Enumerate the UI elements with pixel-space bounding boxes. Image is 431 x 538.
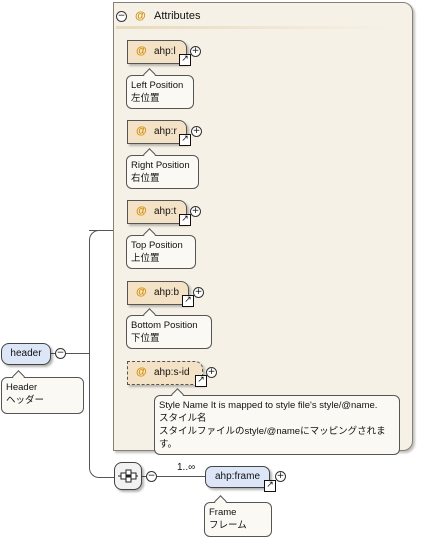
plus-icon: + <box>192 126 201 136</box>
link-icon[interactable]: ↗ <box>179 214 191 226</box>
attribute-at-icon: @ <box>136 125 147 137</box>
frame-expand-button[interactable]: + <box>275 471 286 482</box>
attribute-name: ahp:r <box>154 126 177 137</box>
plus-icon: + <box>191 206 200 216</box>
minus-icon: − <box>117 11 126 21</box>
attributes-collapse-button[interactable]: − <box>116 11 127 22</box>
link-icon[interactable]: ↗ <box>179 54 191 66</box>
expand-button[interactable]: + <box>190 206 201 217</box>
link-icon[interactable]: ↗ <box>179 134 191 146</box>
attribute-name: ahp:b <box>154 287 180 298</box>
header-element-name: header <box>10 348 42 359</box>
attribute-at-icon: @ <box>136 45 147 57</box>
attribute-ahp-s-id[interactable]: @ ahp:s-id <box>127 361 203 385</box>
link-icon[interactable]: ↗ <box>182 295 194 307</box>
connector-curve-bottom <box>89 465 114 478</box>
attribute-ahp-r[interactable]: @ ahp:r <box>127 120 187 144</box>
expand-button[interactable]: + <box>206 367 217 378</box>
sequence-icon <box>118 469 138 483</box>
expand-button[interactable]: + <box>193 287 204 298</box>
attribute-annotation: Top Position 上位置 <box>126 235 196 269</box>
expand-button[interactable]: + <box>191 126 202 137</box>
link-icon[interactable]: ↗ <box>264 480 276 492</box>
header-annotation: Header ヘッダー <box>1 377 84 414</box>
connector-header-to-minus <box>49 353 55 354</box>
attribute-name: ahp:s-id <box>154 367 190 378</box>
frame-element[interactable]: ahp:frame <box>205 466 270 488</box>
connector-seq-to-minus <box>140 476 146 477</box>
attribute-at-icon: @ <box>136 366 147 378</box>
connector-minus-to-trunk <box>65 353 89 354</box>
connector-trunk-vertical <box>89 240 90 467</box>
attribute-ahp-b[interactable]: @ ahp:b <box>127 281 189 305</box>
sequence-collapse-button[interactable]: − <box>146 471 157 482</box>
minus-icon: − <box>147 471 156 481</box>
connector-minus-to-frame <box>156 476 205 477</box>
header-collapse-button[interactable]: − <box>55 348 66 359</box>
frame-cardinality: 1..∞ <box>177 462 196 473</box>
connector-curve-top <box>89 230 102 243</box>
attribute-annotation: Right Position 右位置 <box>126 155 199 189</box>
frame-annotation: Frame フレーム <box>204 502 272 537</box>
attribute-name: ahp:t <box>154 206 177 217</box>
attribute-annotation: Bottom Position 下位置 <box>126 315 212 349</box>
attribute-ahp-t[interactable]: @ ahp:t <box>127 200 187 224</box>
frame-element-name: ahp:frame <box>214 471 261 482</box>
attribute-at-icon: @ <box>136 205 147 217</box>
attribute-name: ahp:l <box>154 46 176 57</box>
plus-icon: + <box>191 46 200 56</box>
attribute-at-icon: @ <box>136 286 147 298</box>
attributes-group-title: Attributes <box>154 10 201 22</box>
attributes-header-underline <box>116 26 396 29</box>
plus-icon: + <box>194 287 203 297</box>
link-icon[interactable]: ↗ <box>195 375 207 387</box>
attribute-annotation: Style Name It is mapped to style file's … <box>154 395 400 455</box>
expand-button[interactable]: + <box>190 46 201 57</box>
sequence-compositor[interactable] <box>114 462 142 490</box>
attribute-ahp-l[interactable]: @ ahp:l <box>127 40 187 64</box>
plus-icon: + <box>207 367 216 377</box>
plus-icon: + <box>276 471 285 481</box>
minus-icon: − <box>56 348 65 358</box>
attribute-annotation: Left Position 左位置 <box>126 75 194 109</box>
attributes-at-icon: @ <box>135 10 146 22</box>
header-element[interactable]: header <box>1 343 51 365</box>
